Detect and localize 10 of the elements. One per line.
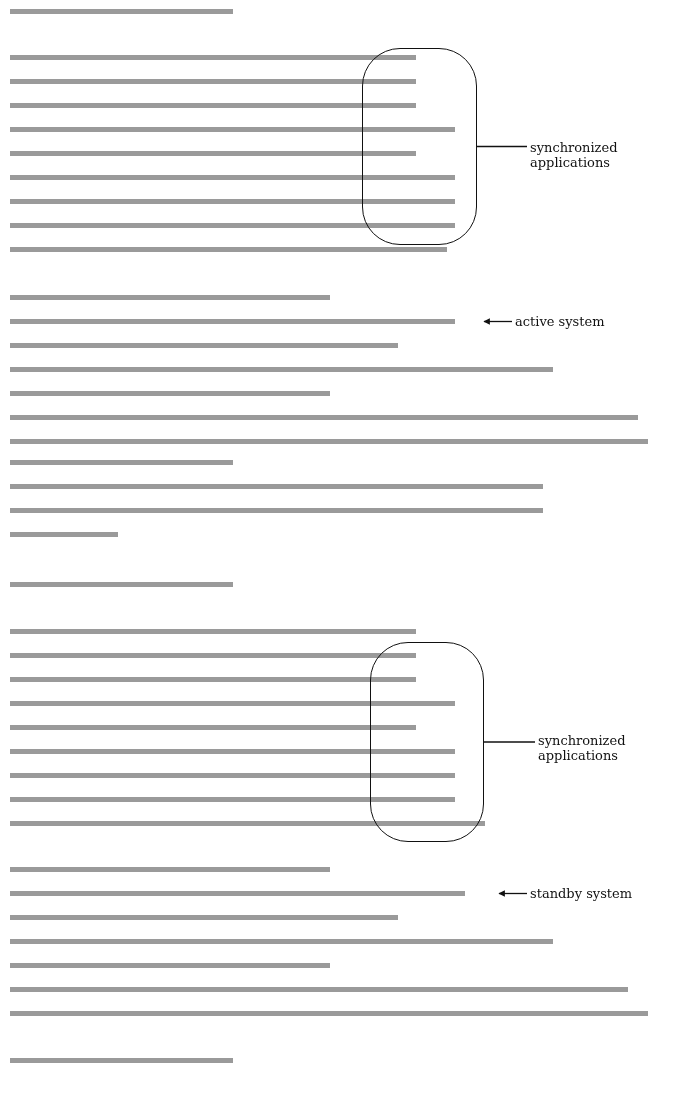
callout-label: synchronized applications — [530, 140, 640, 170]
leader-line — [483, 741, 536, 743]
leader-line — [476, 145, 528, 148]
callout-label: active system — [515, 314, 605, 329]
callout-label: synchronized applications — [538, 733, 648, 763]
rounded-outline — [362, 48, 477, 245]
pointer-arrow — [483, 318, 513, 325]
rounded-outline — [370, 642, 484, 842]
callout-label: standby system — [530, 886, 633, 901]
pointer-arrow — [498, 890, 528, 897]
